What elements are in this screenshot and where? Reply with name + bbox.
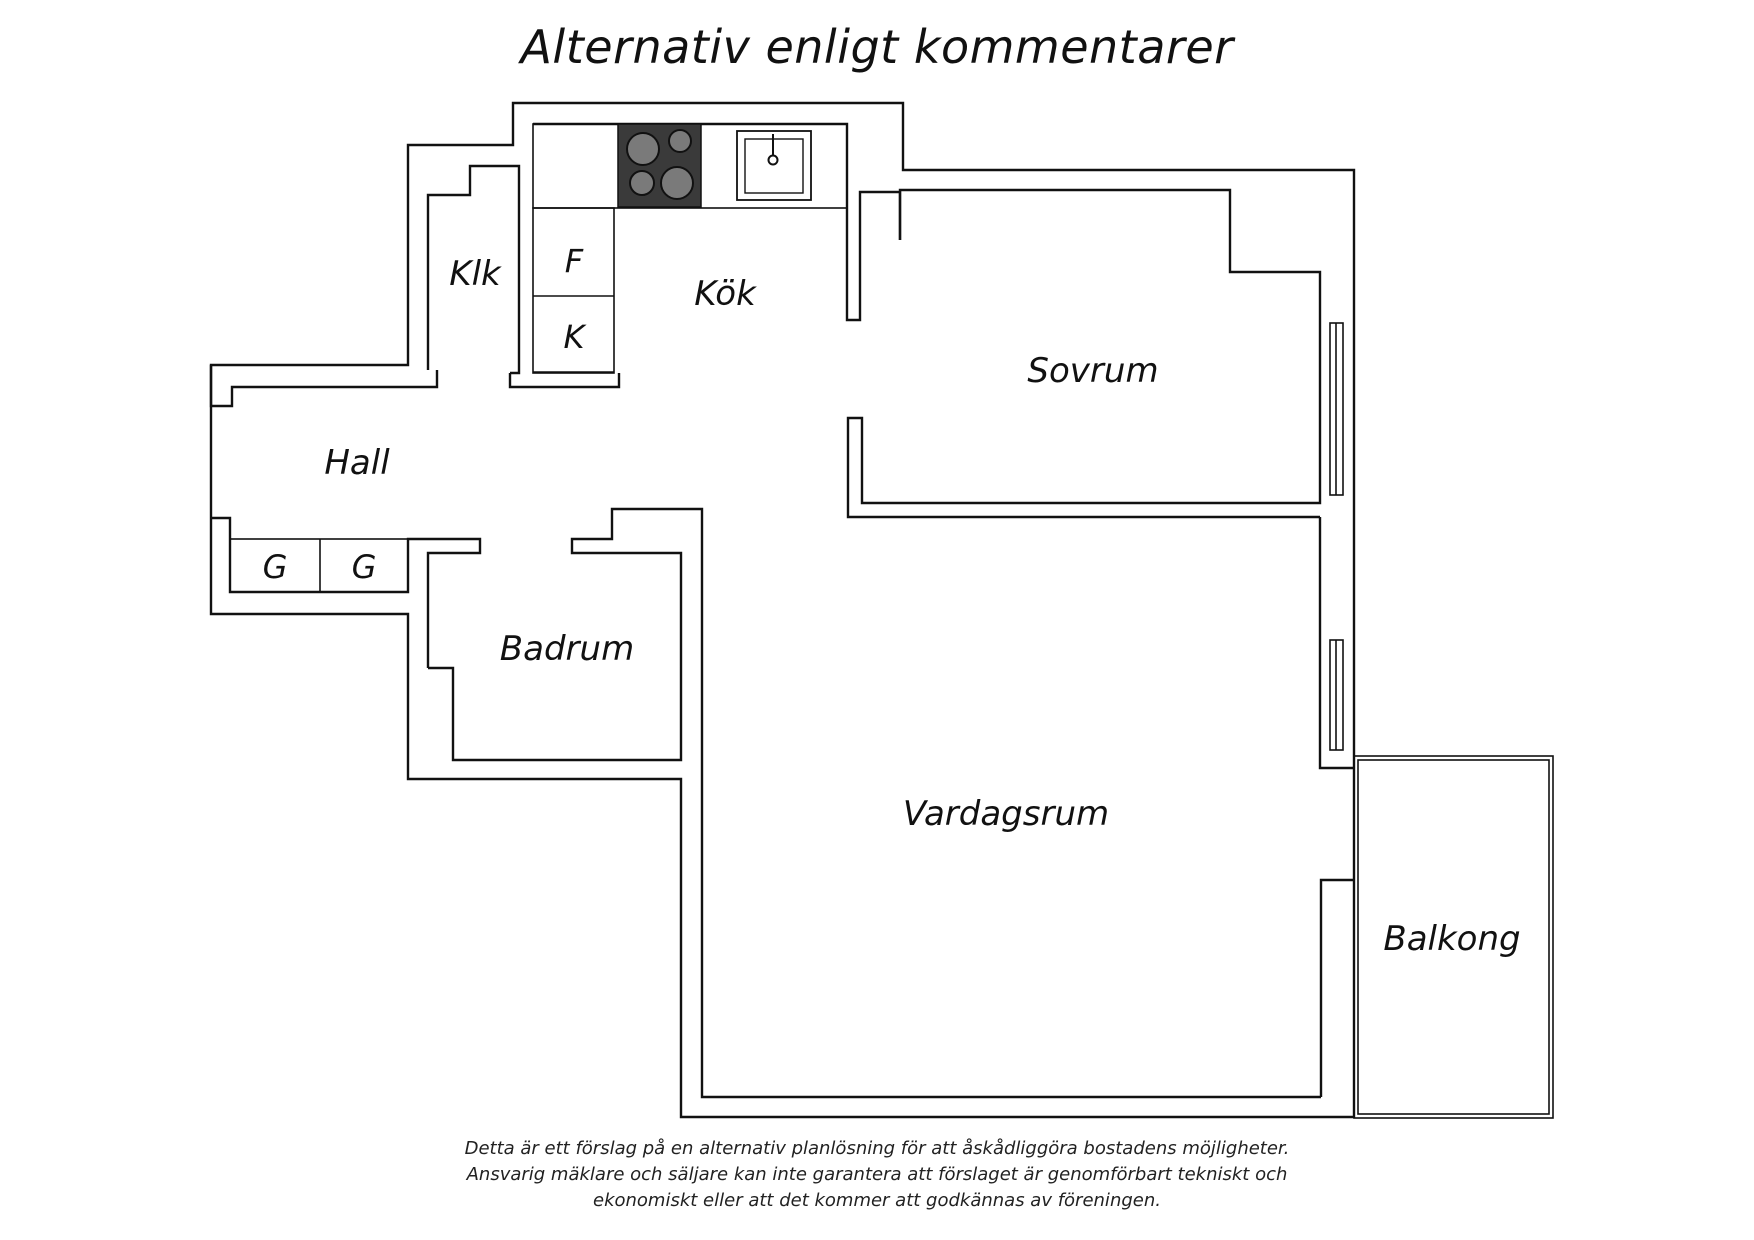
window-icon <box>1329 639 1344 751</box>
wardrobe-label-2: G <box>352 548 377 586</box>
disclaimer-line: Detta är ett förslag på en alternativ pl… <box>464 1138 1290 1159</box>
bathroom-wall <box>428 507 1321 1099</box>
disclaimer-text: Detta är ett förslag på en alternativ pl… <box>377 1136 1377 1214</box>
fridge-freezer-unit <box>532 207 615 374</box>
room-label-hall: Hall <box>324 443 390 483</box>
hall-wall <box>209 365 439 408</box>
fridge-label: F <box>565 242 584 280</box>
living-room-wall <box>1318 517 1354 1097</box>
sink-icon <box>736 130 812 201</box>
wardrobe-unit <box>229 538 409 593</box>
room-label-kok: Kök <box>694 274 757 314</box>
room-label-balkong: Balkong <box>1383 919 1520 959</box>
wardrobe-label-1: G <box>263 548 288 586</box>
room-label-vardagsrum: Vardagsrum <box>903 794 1109 834</box>
freezer-label: K <box>564 318 588 356</box>
bedroom-wall <box>846 188 1322 519</box>
kitchen-hall-wall <box>508 373 621 389</box>
room-label-badrum: Badrum <box>500 629 634 669</box>
klk-wall <box>426 164 521 375</box>
wardrobe-wall <box>211 516 482 668</box>
disclaimer-line: Ansvarig mäklare och säljare kan inte ga… <box>466 1164 1288 1185</box>
window-icon <box>1329 322 1344 496</box>
room-label-klk: Klk <box>449 254 502 294</box>
balcony-outline <box>1353 755 1554 1119</box>
disclaimer-line: ekonomiskt eller att det kommer att godk… <box>593 1190 1161 1211</box>
room-label-sovrum: Sovrum <box>1027 351 1158 391</box>
plan-title: Alternativ enligt kommentarer <box>520 20 1234 74</box>
outer-wall <box>209 101 1356 1119</box>
